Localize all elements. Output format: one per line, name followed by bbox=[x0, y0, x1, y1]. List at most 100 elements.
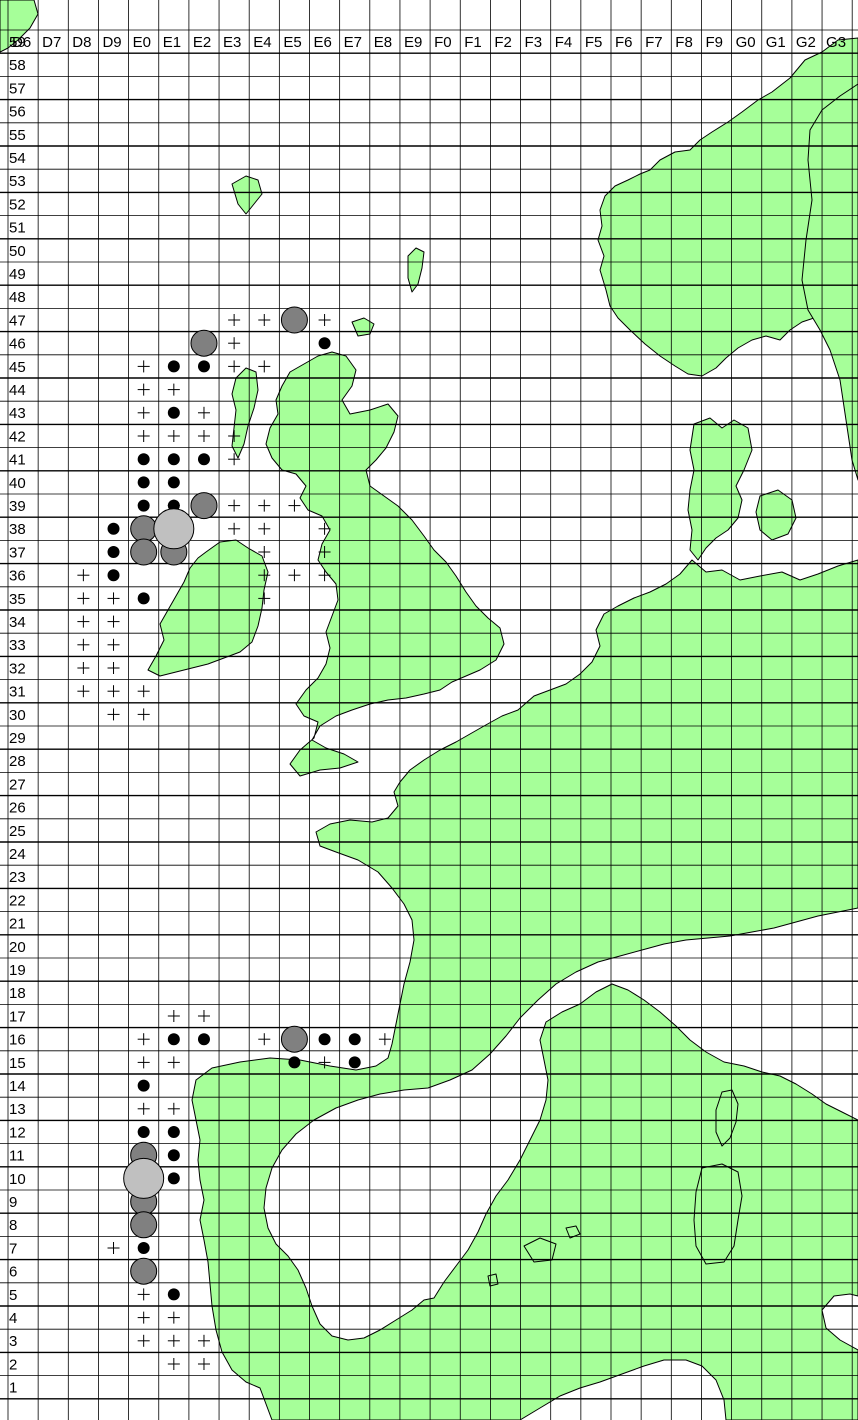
grid-row-label: 58 bbox=[9, 57, 26, 74]
grid-column-label: D8 bbox=[72, 34, 91, 51]
small-dot-marker bbox=[318, 337, 331, 350]
plus-marker bbox=[318, 1056, 331, 1069]
grid-column-label: E2 bbox=[193, 34, 211, 51]
grid-row-label: 57 bbox=[9, 80, 26, 97]
plus-marker bbox=[318, 522, 331, 535]
small-dot-marker bbox=[167, 1149, 180, 1162]
plus-marker bbox=[137, 1033, 150, 1046]
grid-row-label: 17 bbox=[9, 1008, 26, 1025]
grid-row-label: 51 bbox=[9, 220, 26, 237]
plus-marker bbox=[77, 569, 90, 582]
grid-row-label: 22 bbox=[9, 892, 26, 909]
small-dot-marker bbox=[167, 406, 180, 419]
grid-row-label: 21 bbox=[9, 916, 26, 933]
plus-marker bbox=[167, 1358, 180, 1370]
plus-marker bbox=[288, 499, 301, 512]
grid-column-label: E7 bbox=[344, 34, 362, 51]
small-dot-marker bbox=[318, 1033, 331, 1046]
grid-row-label: 28 bbox=[9, 753, 26, 770]
grid-column-label: E0 bbox=[133, 34, 151, 51]
grid-row-label: 15 bbox=[9, 1055, 26, 1072]
small-dot-marker bbox=[167, 1033, 180, 1046]
grid-row-label: 47 bbox=[9, 312, 26, 329]
grid-column-label: F2 bbox=[494, 34, 512, 51]
landmass-sweden bbox=[801, 83, 858, 481]
grid-row-label: 52 bbox=[9, 196, 26, 213]
grid-row-label: 12 bbox=[9, 1124, 26, 1141]
grid-row-label: 54 bbox=[9, 150, 26, 167]
plus-marker bbox=[137, 1056, 150, 1069]
plus-marker bbox=[107, 592, 120, 605]
plus-marker bbox=[197, 406, 210, 419]
grid-column-label: D6 bbox=[12, 34, 31, 51]
grid-row-label: 43 bbox=[9, 405, 26, 422]
grid-column-label: F7 bbox=[645, 34, 663, 51]
medium-circle-marker bbox=[130, 1211, 158, 1239]
plus-marker bbox=[228, 337, 241, 350]
grid-column-label: F3 bbox=[525, 34, 543, 51]
plus-marker bbox=[228, 360, 241, 373]
small-dot-marker bbox=[197, 360, 210, 373]
grid-column-label: E4 bbox=[253, 34, 271, 51]
grid-row-label: 20 bbox=[9, 939, 26, 956]
plus-marker bbox=[378, 1033, 391, 1046]
grid-row-label: 45 bbox=[9, 359, 26, 376]
landmass-zealand bbox=[755, 489, 797, 541]
grid-column-label: E5 bbox=[283, 34, 301, 51]
plus-marker bbox=[137, 430, 150, 442]
plus-marker bbox=[288, 569, 301, 582]
grid-column-label: D9 bbox=[102, 34, 121, 51]
small-dot-marker bbox=[348, 1056, 361, 1069]
grid-row-label: 36 bbox=[9, 568, 26, 585]
plus-marker bbox=[258, 314, 271, 326]
plus-marker bbox=[107, 615, 120, 628]
plus-marker bbox=[107, 708, 120, 721]
grid-column-label: F5 bbox=[585, 34, 603, 51]
grid-row-label: 14 bbox=[9, 1078, 26, 1095]
small-dot-marker bbox=[167, 1126, 180, 1138]
grid-row-label: 30 bbox=[9, 707, 26, 724]
grid-column-label: G1 bbox=[766, 34, 786, 51]
plus-marker bbox=[107, 638, 120, 651]
plus-marker bbox=[258, 499, 271, 512]
grid-row-label: 25 bbox=[9, 823, 26, 840]
grid-column-label: F8 bbox=[675, 34, 693, 51]
small-dot-marker bbox=[167, 1288, 180, 1301]
plus-marker bbox=[107, 685, 120, 698]
plus-marker bbox=[318, 546, 331, 558]
grid-row-label: 16 bbox=[9, 1032, 26, 1049]
grid-row-label: 10 bbox=[9, 1171, 26, 1188]
grid-row-label: 44 bbox=[9, 382, 26, 399]
plus-marker bbox=[228, 499, 241, 512]
grid-row-label: 5 bbox=[9, 1287, 17, 1304]
plus-marker bbox=[137, 685, 150, 698]
grid-column-label: E1 bbox=[163, 34, 181, 51]
landmass-ireland bbox=[147, 539, 269, 677]
plus-marker bbox=[137, 1102, 150, 1115]
plus-marker bbox=[197, 1010, 210, 1022]
grid-column-label: F6 bbox=[615, 34, 633, 51]
grid-row-label: 23 bbox=[9, 869, 26, 886]
marker-layer bbox=[77, 306, 391, 1370]
plus-marker bbox=[258, 546, 271, 558]
grid-row-label: 3 bbox=[9, 1333, 17, 1350]
grid-row-label: 56 bbox=[9, 104, 26, 121]
grid-row-label: 38 bbox=[9, 521, 26, 538]
grid-column-label: E9 bbox=[404, 34, 422, 51]
small-dot-marker bbox=[167, 1172, 180, 1185]
grid-column-label: G2 bbox=[796, 34, 816, 51]
grid-row-label: 55 bbox=[9, 127, 26, 144]
small-dot-marker bbox=[197, 453, 210, 466]
medium-circle-marker bbox=[190, 492, 218, 520]
grid-column-label: F4 bbox=[555, 34, 573, 51]
small-dot-marker bbox=[167, 360, 180, 373]
plus-marker bbox=[228, 522, 241, 535]
plus-marker bbox=[318, 569, 331, 582]
small-dot-marker bbox=[107, 546, 120, 558]
medium-circle-marker bbox=[190, 329, 218, 357]
plus-marker bbox=[137, 383, 150, 396]
grid-row-label: 49 bbox=[9, 266, 26, 283]
small-dot-marker bbox=[137, 476, 150, 489]
small-dot-marker bbox=[107, 569, 120, 582]
